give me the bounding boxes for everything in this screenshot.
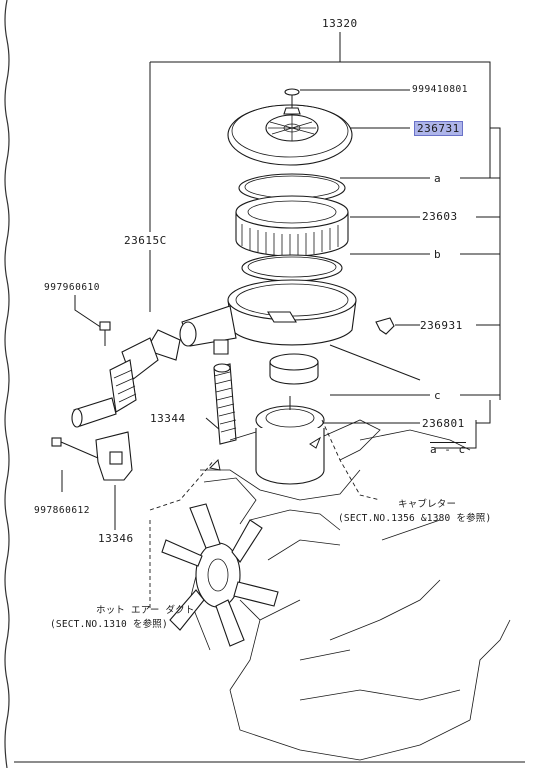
bracket-shape (95, 431, 133, 481)
part-label-236931[interactable]: 236931 (420, 319, 463, 332)
band-c-shape (269, 353, 319, 385)
air-cleaner-lid (227, 88, 353, 166)
part-label-13344[interactable]: 13344 (150, 412, 186, 425)
scan-edge (4, 0, 10, 768)
filter-element-shape (235, 195, 349, 257)
part-label-999410801[interactable]: 999410801 (412, 84, 468, 95)
part-label-range-a-c: a - c (430, 442, 466, 456)
part-label-13346[interactable]: 13346 (98, 532, 134, 545)
part-label-b[interactable]: b (434, 248, 442, 261)
hose-23615c-shape (71, 329, 181, 428)
carburetor-note-label: キャブレター (398, 499, 457, 510)
part-label-23615c[interactable]: 23615C (124, 234, 167, 247)
hot-air-duct-note-label: ホット エアー ダクト (96, 605, 195, 616)
part-label-997960610[interactable]: 997960610 (44, 282, 100, 293)
bolt-lower-shape (51, 437, 99, 459)
part-label-c[interactable]: c (434, 389, 442, 402)
carburetor-note-reference: (SECT.NO.1356 &1380 を参照) (338, 513, 492, 524)
hose-13344-shape (213, 363, 237, 445)
part-label-a[interactable]: a (434, 172, 442, 185)
clamp-shape (375, 317, 395, 335)
part-label-236731-highlighted[interactable]: 236731 (414, 121, 463, 136)
fan-shape (161, 477, 279, 647)
hot-air-duct-note-reference: (SECT.NO.1310 を参照) (50, 619, 168, 630)
part-label-23603[interactable]: 23603 (422, 210, 458, 223)
part-label-236801[interactable]: 236801 (422, 417, 465, 430)
part-label-997860612[interactable]: 997860612 (34, 505, 90, 516)
bolt-upper-shape (99, 321, 111, 346)
part-label-13320[interactable]: 13320 (322, 17, 358, 30)
housing-shape (179, 279, 357, 355)
